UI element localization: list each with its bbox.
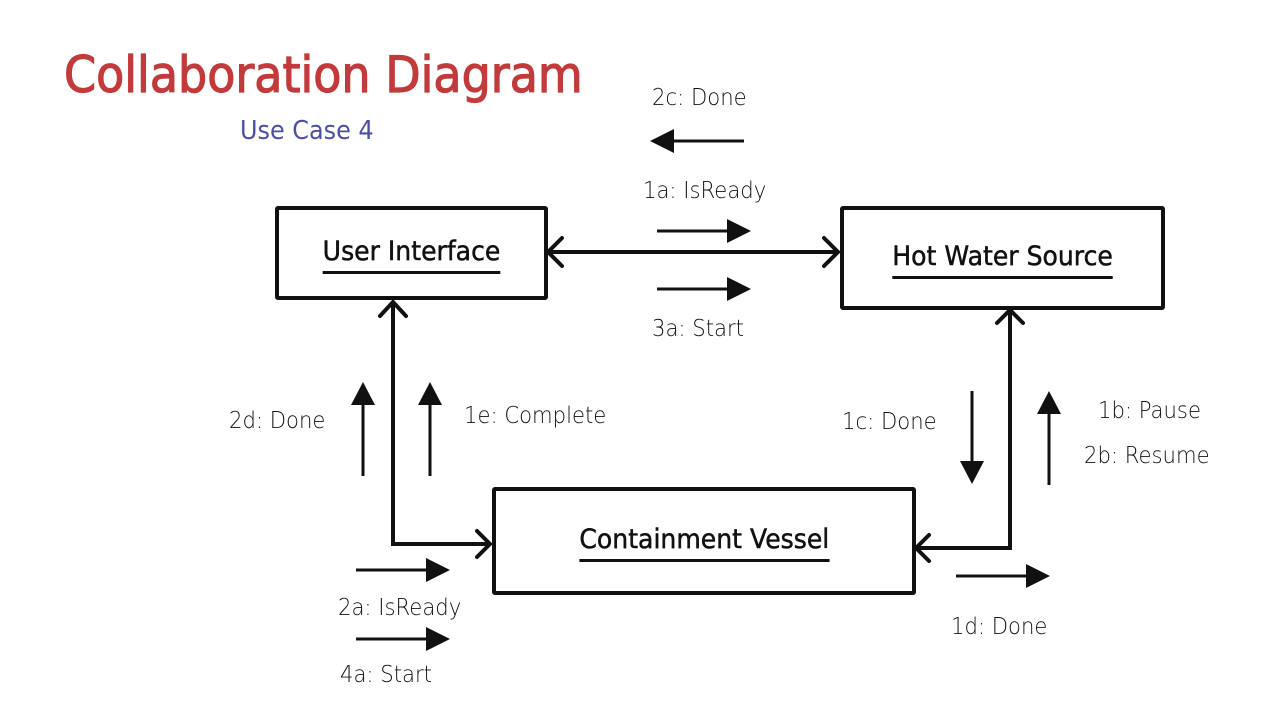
message-arrow-4a [356,627,450,651]
link-ui-cv [378,299,493,559]
message-arrow-2d [351,382,375,476]
message-arrow-1a [657,219,751,243]
message-arrow-1c [960,391,984,484]
open-arrowhead-right-icon [822,236,841,268]
message-label-1d: 1d: Done [951,614,1048,640]
message-label-3a: 3a: Start [652,316,744,342]
arrow-right-icon [426,627,450,651]
open-arrowhead-up-icon [995,307,1025,325]
arrow-right-icon [1026,564,1050,588]
arrow-up-icon [351,382,375,405]
object-label: Hot Water Source [892,241,1113,279]
arrow-up-icon [418,382,442,405]
arrow-up-icon [1037,391,1061,414]
message-arrow-1b-2b [1037,391,1061,485]
message-label-2b: 2b: Resume [1084,443,1210,469]
open-arrowhead-right-icon [475,529,493,559]
diagram-subtitle: Use Case 4 [240,116,374,146]
link-hws-cv [913,307,1025,563]
message-label-2c: 2c: Done [652,85,747,111]
message-label-1a: 1a: IsReady [643,178,767,204]
object-hot-water-source[interactable]: Hot Water Source [840,206,1165,310]
diagram-title: Collaboration Diagram [63,45,583,104]
open-arrowhead-up-icon [378,299,408,318]
arrow-right-icon [727,277,751,301]
message-label-1b: 1b: Pause [1098,398,1201,424]
object-containment-vessel[interactable]: Containment Vessel [492,487,916,595]
message-label-2a: 2a: IsReady [338,595,462,621]
arrow-down-icon [960,461,984,484]
message-label-1c: 1c: Done [842,409,937,435]
message-arrow-1d [956,564,1050,588]
message-label-1e: 1e: Complete [464,403,607,429]
message-arrow-2a [356,558,450,582]
open-arrowhead-left-icon [913,533,931,563]
object-label: Containment Vessel [579,524,829,562]
message-arrow-2c [650,129,744,153]
object-label: User Interface [322,236,501,274]
message-label-4a: 4a: Start [340,662,432,688]
arrow-right-icon [727,219,751,243]
arrow-left-icon [650,129,674,153]
arrow-right-icon [426,558,450,582]
object-user-interface[interactable]: User Interface [275,206,548,300]
message-label-2d: 2d: Done [229,408,326,434]
message-arrow-1e [418,382,442,476]
open-arrowhead-left-icon [545,236,564,268]
message-arrow-3a [657,277,751,301]
link-ui-hws [545,236,841,268]
